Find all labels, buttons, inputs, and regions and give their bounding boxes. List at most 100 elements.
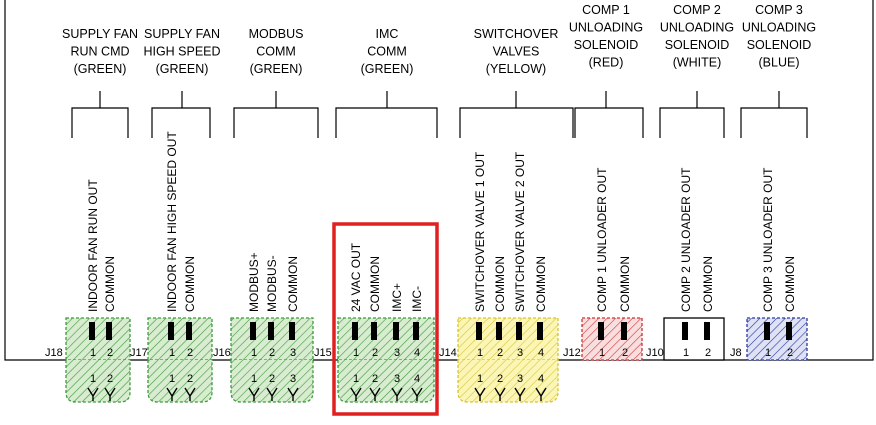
pin-label: SWITCHOVER VALVE 2 OUT	[513, 151, 527, 312]
connector-label: J10	[646, 347, 664, 359]
pin-label: COMMON	[618, 256, 632, 312]
board-header-J8	[746, 317, 808, 361]
pin-number: 3	[394, 347, 400, 359]
header-pin	[186, 322, 192, 340]
header-line: SWITCHOVER	[474, 27, 559, 41]
header-pin	[704, 322, 710, 340]
header-pin	[682, 322, 688, 340]
plug-terminal-icon	[494, 387, 506, 401]
header-line: SUPPLY FAN	[62, 27, 138, 41]
plug-terminal-icon	[514, 387, 526, 401]
board-header-J10	[663, 317, 725, 361]
header-pin	[413, 322, 419, 340]
pin-label: COMMON	[286, 256, 300, 312]
connector-label: J16	[213, 347, 231, 359]
connector-label: J8	[730, 347, 742, 359]
pin-number: 2	[269, 347, 275, 359]
header-pin	[289, 322, 295, 340]
bracket	[740, 107, 808, 138]
plug-pin-number: 3	[394, 373, 400, 385]
pin-number: 1	[353, 347, 359, 359]
header-line: UNLOADING	[660, 21, 734, 35]
header-line: COMP 2	[673, 3, 721, 17]
pin-number: 2	[787, 347, 793, 359]
pin-label: INDOOR FAN RUN OUT	[86, 179, 100, 312]
header-line: SOLENOID	[665, 38, 730, 52]
header-line: (RED)	[589, 56, 624, 70]
header-line: (BLUE)	[759, 56, 800, 70]
bracket	[335, 107, 438, 138]
pin-number: 2	[187, 347, 193, 359]
plug-pin-number: 2	[372, 373, 378, 385]
header-line: (YELLOW)	[486, 62, 546, 76]
pin-number: 1	[477, 347, 483, 359]
pin-number: 3	[290, 347, 296, 359]
bracket	[233, 107, 319, 138]
pin-label: COMMON	[493, 256, 507, 312]
plug-pin-number: 2	[269, 373, 275, 385]
header-line: COMP 3	[755, 3, 803, 17]
bracket	[151, 107, 211, 138]
plug-terminal-icon	[474, 387, 486, 401]
header-pin	[371, 322, 377, 340]
header-line: SOLENOID	[574, 38, 639, 52]
pin-label: COMP 3 UNLOADER OUT	[761, 167, 775, 312]
pin-number: 2	[497, 347, 503, 359]
header-pin	[106, 322, 112, 340]
header-pin	[537, 322, 543, 340]
pin-label: COMP 1 UNLOADER OUT	[595, 167, 609, 312]
plug-J15	[337, 360, 435, 403]
header-line: (GREEN)	[250, 62, 303, 76]
header-pin	[168, 322, 174, 340]
board-header-J18	[65, 317, 131, 361]
plug-terminal-icon	[350, 387, 362, 401]
pin-label: COMMON	[368, 256, 382, 312]
board-header-J17	[147, 317, 213, 361]
pin-number: 1	[251, 347, 257, 359]
header-line: UNLOADING	[742, 21, 816, 35]
plug-terminal-icon	[266, 387, 278, 401]
header-pin	[89, 322, 95, 340]
plug-pin-number: 2	[107, 373, 113, 385]
pin-number: 1	[169, 347, 175, 359]
bracket	[71, 107, 129, 138]
header-line: COMM	[367, 45, 407, 59]
header-pin	[496, 322, 502, 340]
plug-pin-number: 2	[497, 373, 503, 385]
pin-number: 2	[705, 347, 711, 359]
plug-terminal-icon	[535, 387, 547, 401]
header-line: UNLOADING	[569, 21, 643, 35]
pin-label: COMMON	[103, 256, 117, 312]
header-pin	[393, 322, 399, 340]
header-pin	[598, 322, 604, 340]
header-line: SUPPLY FAN	[144, 27, 220, 41]
plug-terminal-icon	[166, 387, 178, 401]
header-pin	[476, 322, 482, 340]
connector-label: J14	[439, 347, 457, 359]
pin-number: 2	[622, 347, 628, 359]
pin-number: 3	[517, 347, 523, 359]
pin-label: COMP 2 UNLOADER OUT	[679, 167, 693, 312]
plug-terminal-icon	[248, 387, 260, 401]
pin-number: 4	[414, 347, 420, 359]
plug-pin-number: 4	[538, 373, 544, 385]
pin-number: 4	[538, 347, 544, 359]
header-line: (GREEN)	[156, 62, 209, 76]
plug-pin-number: 1	[169, 373, 175, 385]
pin-label: MODBUS-	[265, 255, 279, 312]
header-line: (GREEN)	[361, 62, 414, 76]
plug-pin-number: 1	[90, 373, 96, 385]
plug-terminal-icon	[287, 387, 299, 401]
pin-label: INDOOR FAN HIGH SPEED OUT	[165, 131, 179, 312]
pin-number: 1	[683, 347, 689, 359]
pin-label: SWITCHOVER VALVE 1 OUT	[473, 151, 487, 312]
plug-pin-number: 3	[290, 373, 296, 385]
header-pin	[250, 322, 256, 340]
pin-label: IMC-	[410, 286, 424, 312]
header-pin	[786, 322, 792, 340]
header-pin	[764, 322, 770, 340]
pin-label: COMMON	[783, 256, 797, 312]
header-line: RUN CMD	[70, 45, 129, 59]
